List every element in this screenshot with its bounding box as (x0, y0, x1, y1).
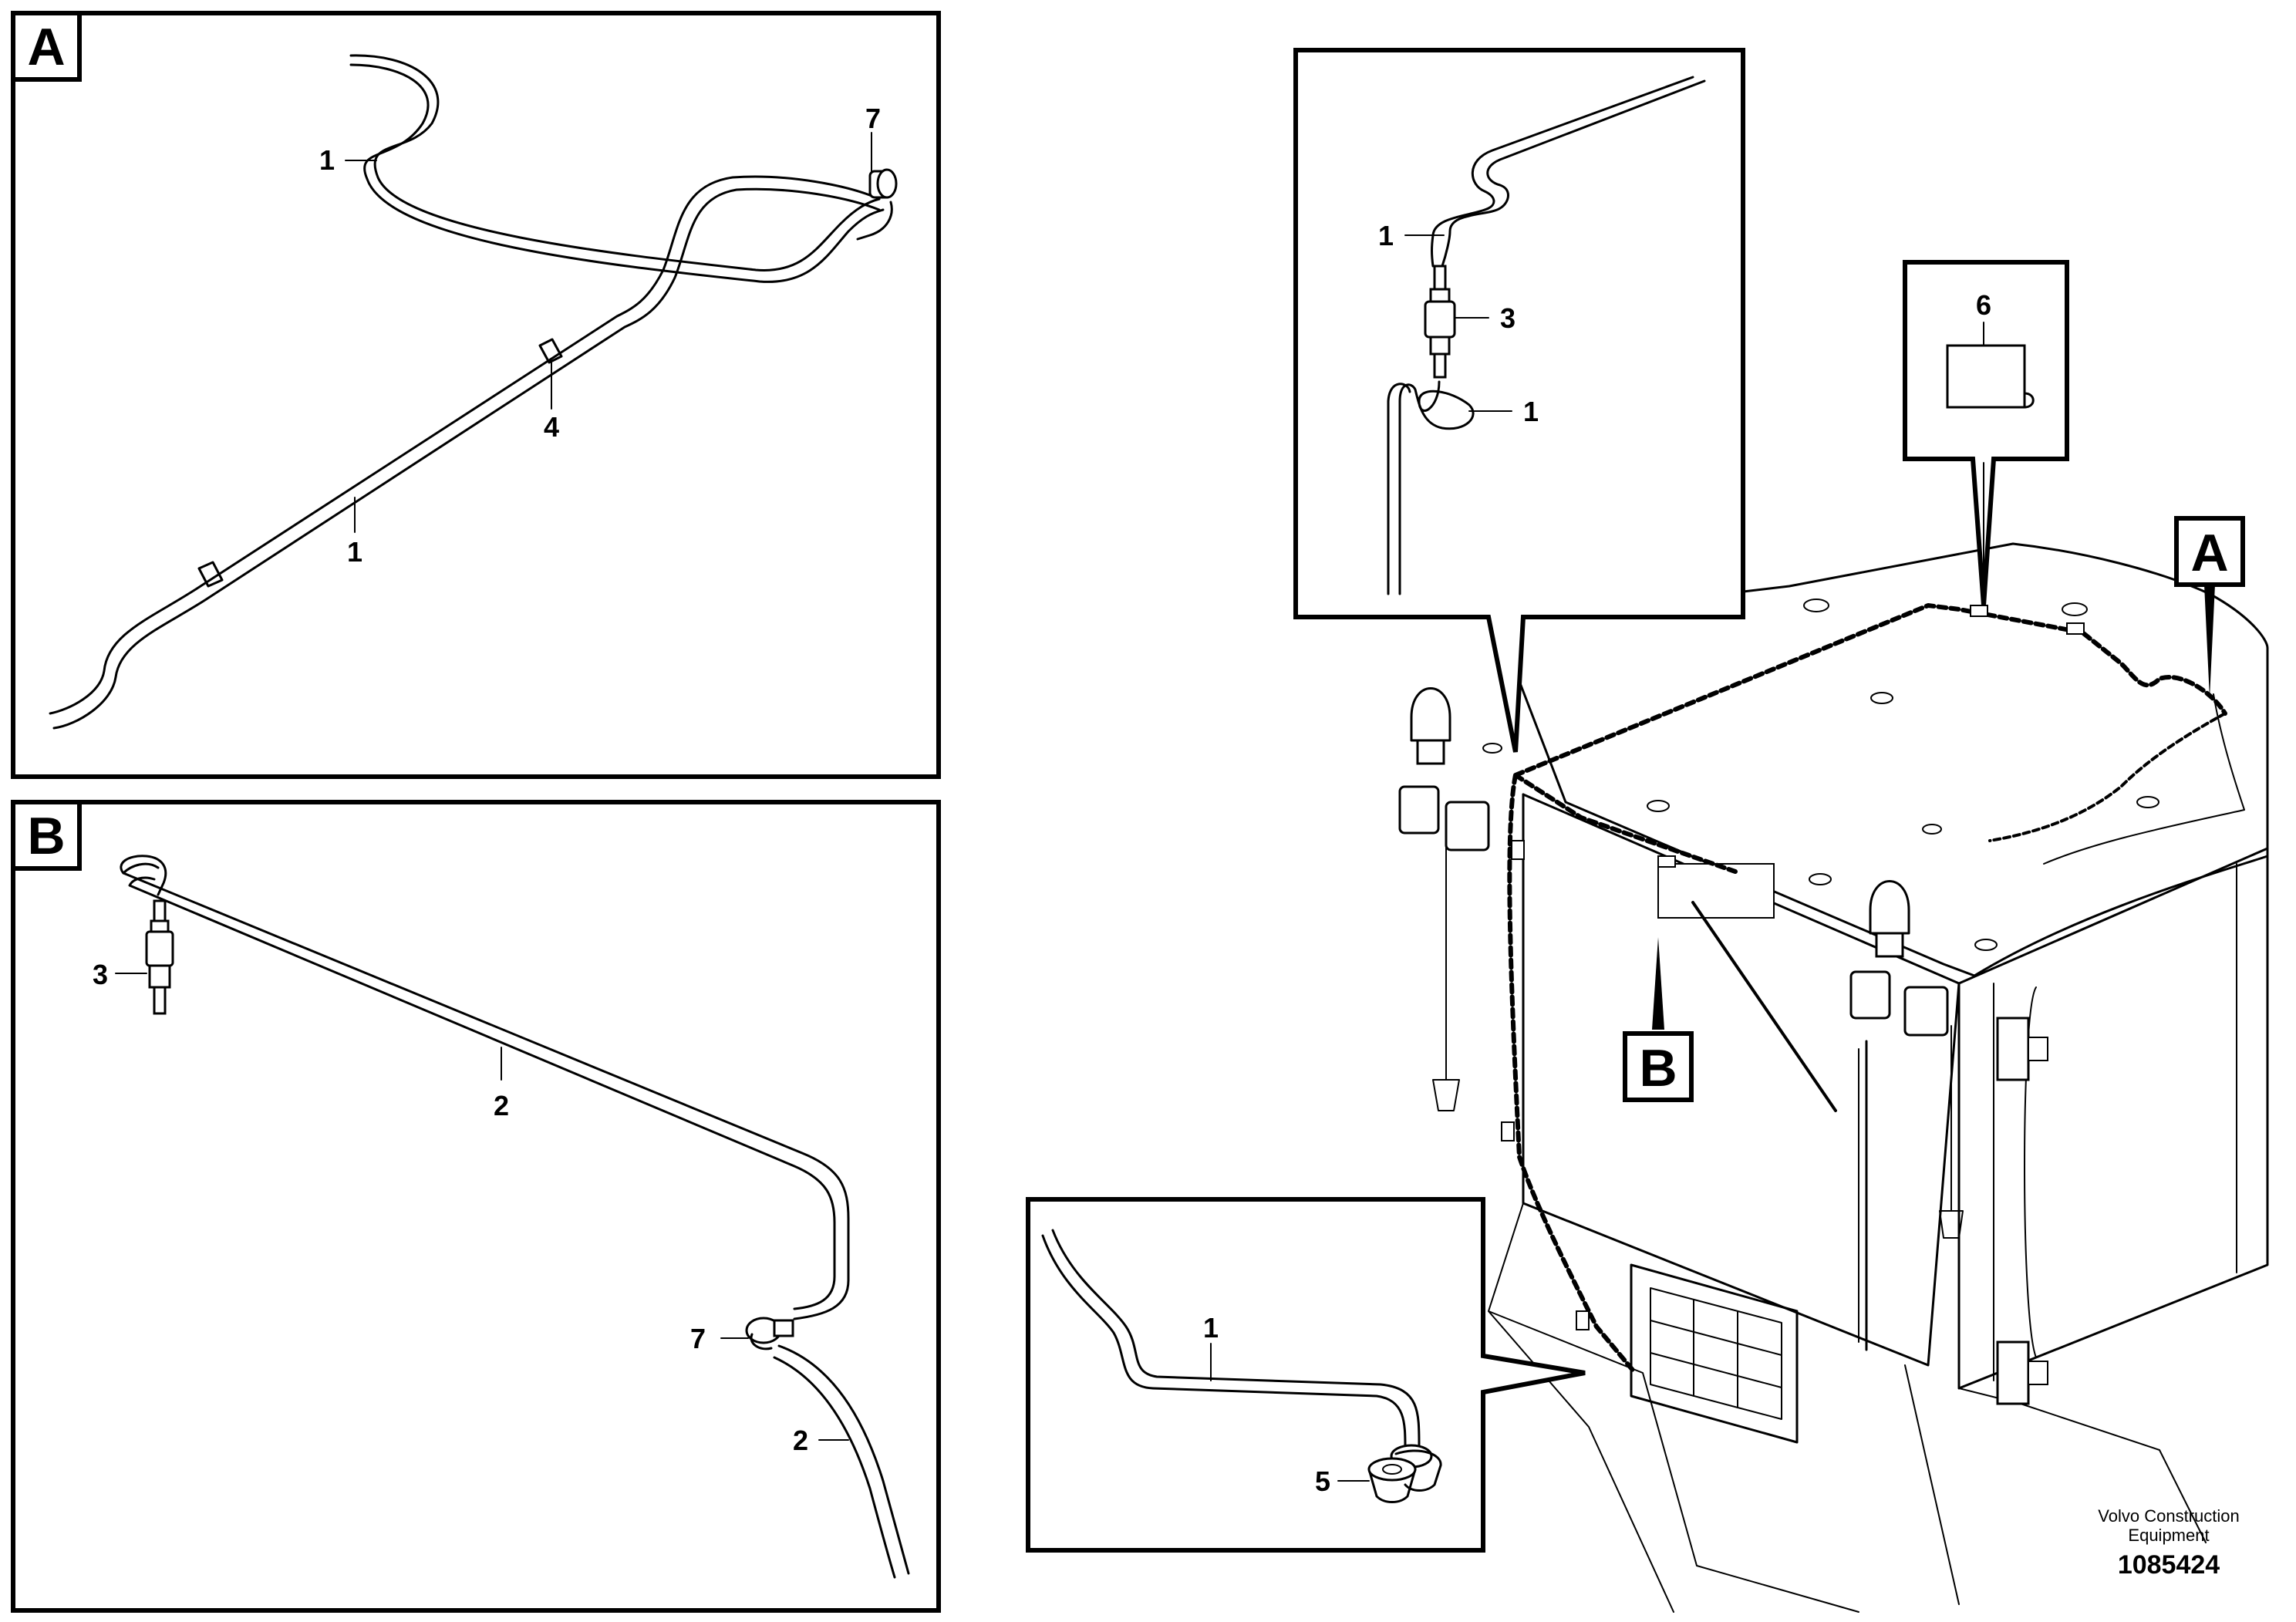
hose-2-main-edge (128, 876, 836, 1310)
hose-1-upper-edge (349, 63, 885, 283)
callout-b-2-mid: 2 (494, 1090, 509, 1121)
cab-door-edge (2024, 986, 2037, 1358)
panel-b-tag-box (11, 800, 82, 871)
cab-side-wall (1522, 793, 1961, 1367)
callout-a-4: 4 (544, 411, 559, 443)
cab-door-frame (1993, 863, 2237, 1381)
vent-grille (1630, 1263, 1799, 1444)
view-pointer-b-label: B (1639, 1039, 1677, 1098)
view-pointer-a-box (2174, 516, 2245, 587)
lower-body-right (1904, 1364, 2207, 1605)
beacon-right (1869, 880, 1910, 958)
callout-db-1: 1 (1203, 1312, 1219, 1344)
work-lights-right (1849, 970, 1964, 1239)
hose-1-upper (349, 54, 881, 271)
roof-bolts (1482, 599, 2159, 951)
cab-illustration (1398, 542, 2269, 1613)
hose-2-lower (777, 1344, 910, 1575)
connector-7-panel-a (856, 168, 898, 241)
hose-2-tip (120, 855, 167, 896)
hose-2-lower-edge (773, 1356, 896, 1579)
detail-bottom-hose-1-edge (1041, 1234, 1407, 1450)
figure-number: 1085424 (2118, 1550, 2220, 1580)
check-valve-3-panel-b (145, 899, 174, 1015)
detail-top-hose-1-lower (1398, 380, 1475, 595)
callout-b-3: 3 (93, 959, 108, 990)
footer: Volvo Construction Equipment 1085424 (2098, 1506, 2239, 1580)
detail-top-hose-1-upper-edge (1431, 76, 1694, 268)
detail-top: 1 3 1 (1293, 48, 1745, 753)
panel-a-tag: A (27, 18, 65, 76)
clip-4-upper (538, 338, 563, 364)
lower-body (1488, 1202, 1859, 1613)
panel-a: A 1 7 4 1 (11, 11, 941, 779)
route-clips (1501, 605, 2085, 1330)
view-pointer-a-arrow (2204, 585, 2215, 698)
callout-db-5: 5 (1315, 1465, 1330, 1497)
panel-b: B 3 2 7 2 (11, 800, 941, 1613)
view-pointer-b: B (1623, 937, 1694, 1102)
label-decal-6-fold (2023, 392, 2035, 409)
detail-bottom: 1 5 (1026, 1197, 1586, 1553)
callout-a-7: 7 (865, 103, 881, 134)
brand-line-1: Volvo Construction (2098, 1506, 2239, 1526)
clip-4-lower (197, 561, 224, 588)
callout-dt-1-low: 1 (1523, 396, 1539, 427)
cab-roof-contour (2043, 693, 2245, 865)
panel-a-tag-box (11, 11, 82, 82)
hose-2-main (122, 862, 850, 1320)
cab-roof (1495, 542, 2269, 977)
detail-box-6-frame (1903, 260, 2069, 606)
callout-b-7: 7 (690, 1323, 706, 1354)
view-pointer-b-box (1623, 1031, 1694, 1102)
beacon-left (1410, 687, 1451, 765)
callout-6: 6 (1976, 289, 1991, 321)
callout-b-2-low: 2 (793, 1425, 808, 1456)
detail-bottom-hose-1 (1051, 1229, 1421, 1448)
work-lights-left (1398, 785, 1490, 1111)
detail-top-hose-1-upper (1441, 79, 1706, 268)
detail-top-hose-1-lower-edge (1387, 383, 1411, 595)
view-pointer-a: A (2174, 516, 2245, 698)
washer-hose-route-front (1988, 712, 2227, 842)
detail-box-6: 6 (1903, 260, 2069, 606)
wiper-assembly (1657, 863, 1868, 1351)
hose-1-long (49, 175, 881, 715)
callout-a-1-mid: 1 (347, 536, 362, 568)
view-pointer-b-arrow (1652, 937, 1664, 1030)
panel-a-frame (11, 11, 941, 779)
cab-front-wall (1957, 847, 2269, 1390)
callout-dt-3: 3 (1500, 302, 1515, 334)
hose-1-long-edge (52, 187, 881, 730)
washer-hose-route (1507, 603, 2227, 1375)
detail-top-check-valve-3 (1424, 265, 1456, 379)
detail-bottom-frame (1026, 1197, 1586, 1553)
callout-dt-1-top: 1 (1378, 220, 1394, 251)
grommet-5 (1367, 1444, 1442, 1503)
callout-a-1-top: 1 (319, 144, 335, 176)
panel-b-tag: B (27, 807, 65, 865)
brand-line-2: Equipment (2128, 1526, 2209, 1545)
connector-7-panel-b (745, 1317, 794, 1351)
view-pointer-a-label: A (2190, 524, 2228, 582)
door-hinges (1996, 1017, 2048, 1405)
label-decal-6 (1946, 344, 2026, 409)
detail-top-frame (1293, 48, 1745, 753)
